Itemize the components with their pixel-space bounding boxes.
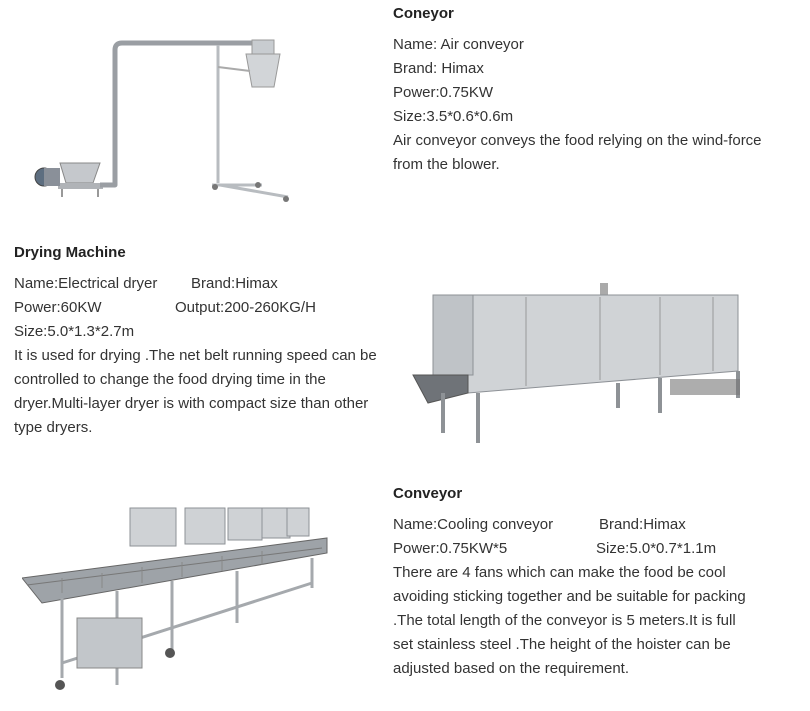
- cooling-conveyor-photo: [22, 507, 328, 690]
- spec-size: Size:5.0*0.7*1.1m: [596, 540, 717, 557]
- spec-brand: Brand: Himax: [393, 60, 484, 77]
- section-cooling-conveyor: Conveyor Name:Cooling conveyor Brand:Him…: [393, 484, 793, 681]
- spec-power: Power:0.75KW*5: [393, 540, 508, 557]
- spec-description: There are 4 fans which can make the food…: [393, 564, 746, 677]
- section-heading: Drying Machine: [14, 244, 126, 261]
- spec-brand: Brand:Himax: [599, 516, 686, 533]
- spec-output: Output:200-260KG/H: [175, 299, 316, 316]
- spec-power: Power:0.75KW: [393, 84, 494, 101]
- spec-name: Name:Electrical dryer: [14, 275, 158, 292]
- section-air-conveyor: Coneyor Name: Air conveyor Brand: Himax …: [393, 4, 793, 177]
- section-drying-machine: Drying Machine Name:Electrical dryer Bra…: [14, 243, 394, 440]
- section-heading: Coneyor: [393, 5, 454, 22]
- spec-brand: Brand:Himax: [191, 275, 278, 292]
- spec-row: Power:60KW Output:200-260KG/H: [14, 296, 394, 320]
- air-conveyor-photo: [34, 39, 289, 202]
- spec-size: Size:5.0*1.3*2.7m: [14, 323, 135, 340]
- spec-description: It is used for drying .The net belt runn…: [14, 347, 377, 436]
- spec-name: Name:Cooling conveyor: [393, 516, 554, 533]
- spec-row: Name:Cooling conveyor Brand:Himax: [393, 513, 793, 537]
- spec-size: Size:3.5*0.6*0.6m: [393, 108, 514, 125]
- spec-row: Name:Electrical dryer Brand:Himax: [14, 272, 394, 296]
- spec-name: Name: Air conveyor: [393, 36, 524, 53]
- section-heading: Conveyor: [393, 485, 463, 502]
- spec-power: Power:60KW: [14, 299, 102, 316]
- spec-row: Power:0.75KW*5 Size:5.0*0.7*1.1m: [393, 537, 793, 561]
- dryer-photo: [412, 283, 740, 443]
- spec-description: Air conveyor conveys the food relying on…: [393, 132, 762, 173]
